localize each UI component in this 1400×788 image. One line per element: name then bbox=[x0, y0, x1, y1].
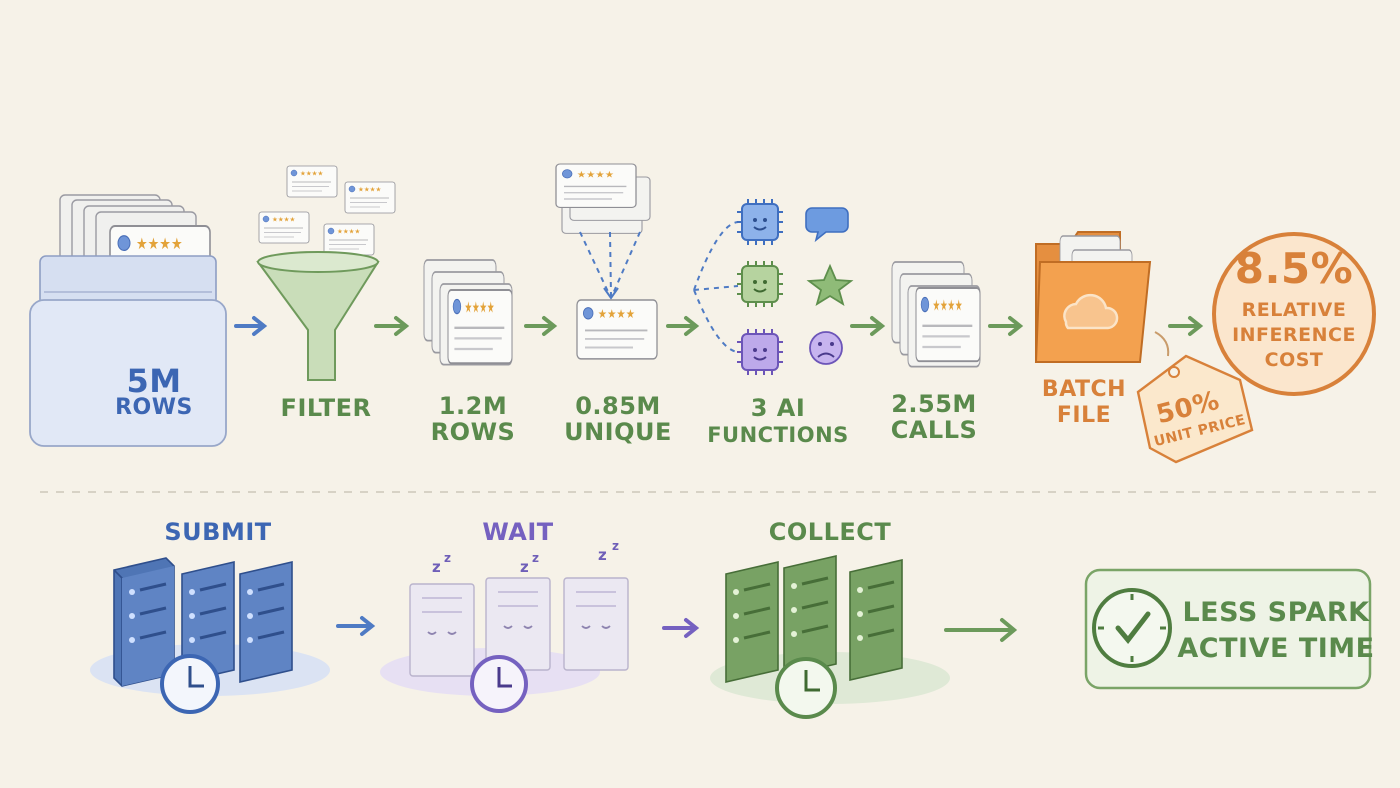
arrow-icon bbox=[336, 616, 376, 636]
sad-face-icon bbox=[809, 331, 843, 365]
svg-text:z: z bbox=[444, 551, 451, 565]
server-rack-icon bbox=[710, 554, 950, 719]
filter-label: FILTER bbox=[280, 394, 372, 422]
card-stack-icon bbox=[423, 259, 514, 366]
clock-icon bbox=[775, 657, 837, 719]
cost-line-1: RELATIVE bbox=[1241, 299, 1347, 321]
ai-functions-branch bbox=[693, 199, 854, 375]
result-line-2: ACTIVE TIME bbox=[1177, 633, 1375, 664]
submit-label: SUBMIT bbox=[164, 518, 272, 546]
source-count: 5M bbox=[126, 362, 182, 400]
ai-chip-icon bbox=[737, 329, 783, 375]
arrow-icon bbox=[988, 316, 1024, 336]
ai-chip-icon bbox=[737, 261, 783, 307]
wait-label: WAIT bbox=[482, 518, 554, 546]
filtered-unit: ROWS bbox=[430, 418, 516, 446]
cost-circle bbox=[1212, 232, 1376, 396]
unique-count: 0.85M bbox=[575, 392, 661, 420]
svg-text:z: z bbox=[432, 558, 441, 576]
collect-label: COLLECT bbox=[768, 518, 892, 546]
svg-text:z: z bbox=[598, 546, 607, 564]
check-clock-icon bbox=[1092, 588, 1172, 668]
filtered-count: 1.2M bbox=[438, 392, 508, 420]
server-rack-icon bbox=[90, 557, 330, 714]
arrow-icon bbox=[850, 316, 886, 336]
dedupe-cards-icon bbox=[555, 163, 658, 360]
arrow-icon bbox=[1168, 316, 1204, 336]
calls-count: 2.55M bbox=[891, 390, 977, 418]
card-stack-icon bbox=[891, 261, 982, 368]
cost-line-2: INFERENCE bbox=[1232, 324, 1356, 346]
source-unit: ROWS bbox=[115, 395, 193, 420]
arrow-icon bbox=[524, 316, 558, 336]
cost-value: 8.5% bbox=[1234, 244, 1354, 293]
svg-text:z: z bbox=[520, 558, 529, 576]
unique-unit: UNIQUE bbox=[564, 418, 672, 446]
cost-line-3: COST bbox=[1264, 349, 1324, 371]
functions-unit: FUNCTIONS bbox=[707, 423, 849, 447]
arrow-icon bbox=[944, 618, 1018, 642]
functions-count: 3 AI bbox=[750, 394, 806, 422]
arrow-icon bbox=[374, 316, 410, 336]
clock-icon bbox=[470, 655, 528, 713]
clock-icon bbox=[160, 654, 220, 714]
arrow-icon bbox=[666, 316, 700, 336]
arrow-icon bbox=[662, 618, 700, 638]
batch-label-1: BATCH bbox=[1041, 377, 1127, 402]
price-tag-icon bbox=[1136, 331, 1254, 464]
funnel-icon bbox=[256, 165, 396, 381]
folder-cloud-icon bbox=[1034, 231, 1152, 363]
chat-bubble-icon bbox=[805, 207, 849, 243]
batch-label-2: FILE bbox=[1056, 403, 1112, 428]
svg-text:z: z bbox=[532, 551, 539, 565]
svg-text:z: z bbox=[612, 539, 619, 553]
ai-chip-icon bbox=[737, 199, 783, 245]
sleeping-servers-icon: z z z z z z bbox=[380, 539, 629, 713]
calls-unit: CALLS bbox=[890, 416, 978, 444]
star-icon bbox=[806, 263, 854, 306]
source-card-box bbox=[29, 194, 227, 447]
arrow-icon bbox=[234, 316, 268, 336]
result-line-1: LESS SPARK bbox=[1182, 597, 1370, 628]
